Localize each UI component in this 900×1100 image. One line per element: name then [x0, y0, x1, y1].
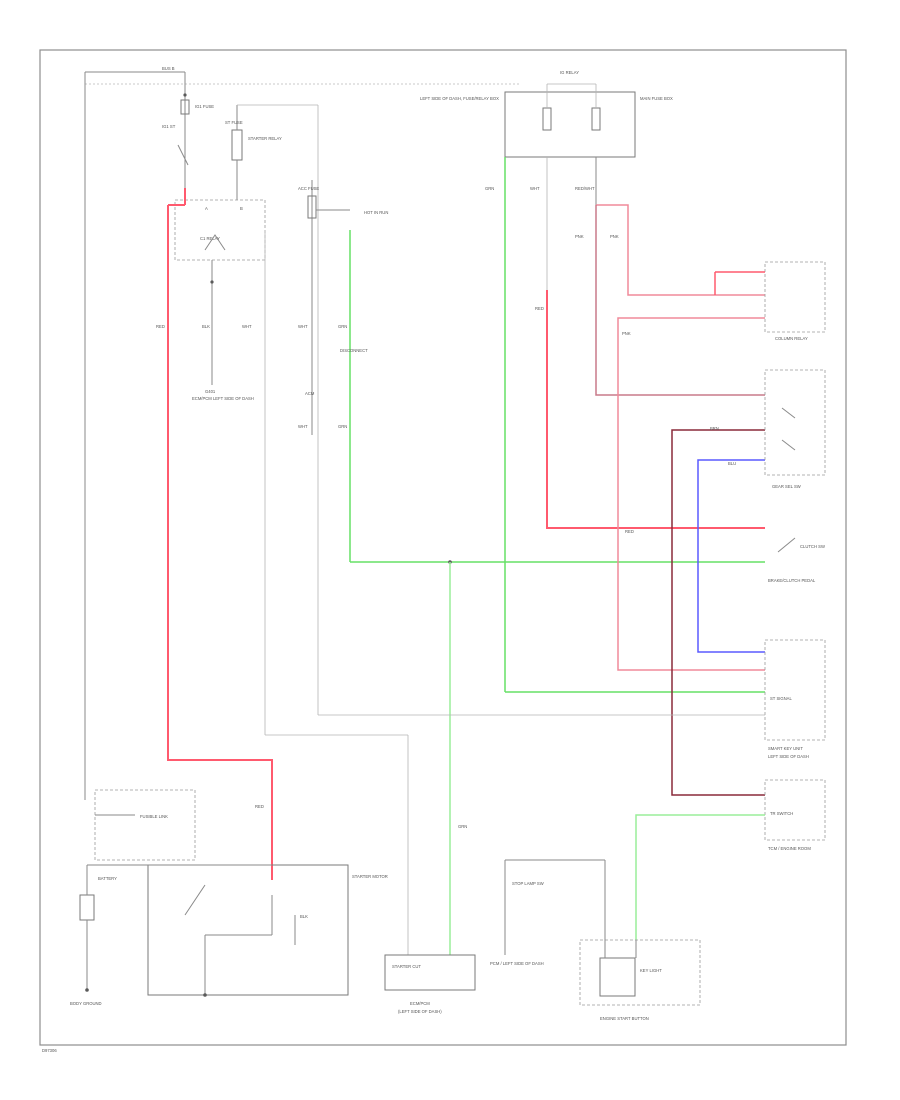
- relay-box-label-a: A: [205, 206, 208, 211]
- coil-label: C1 RELAY: [200, 236, 220, 241]
- stop-lamp-label: STOP LAMP SW: [512, 881, 544, 886]
- pink-ecm-label: PNK: [622, 331, 631, 336]
- lhd-note: LEFT SIDE OF DASH: [768, 754, 809, 759]
- ecm-right-label-1: ECM/PCM: [410, 1001, 430, 1006]
- clutch-note: BRAKE/CLUTCH PEDAL: [768, 578, 816, 583]
- fuse-right-symbol: [591, 107, 601, 131]
- fuse-st-label: ST FUSE: [225, 120, 243, 125]
- clutch-sw-label: CLUTCH SW: [800, 544, 825, 549]
- starter-motor-label: STARTER MOTOR: [352, 874, 388, 879]
- smart-key-box: [764, 639, 826, 741]
- green-tcm-wire: [635, 814, 765, 940]
- green-down-label: GRN: [458, 824, 467, 829]
- maroon-wire: [671, 429, 765, 796]
- red-middle-wire: [546, 290, 765, 529]
- disconnect-label: DISCONNECT: [340, 348, 368, 353]
- red-main-wire: [167, 205, 273, 880]
- ecm-right-label-2: (LEFT SIDE OF DASH): [398, 1009, 442, 1014]
- fuse-gray-label: WHT: [530, 186, 540, 191]
- starter-relay-coil: [231, 129, 243, 161]
- start-button-symbol[interactable]: [599, 957, 636, 997]
- pink-ecm-wire: [617, 317, 765, 671]
- red-lower-label: RED: [255, 804, 264, 809]
- pink-label-1: PNK: [575, 234, 584, 239]
- fuse-box-note: LEFT SIDE OF DASH, FUSE/RELAY BOX: [420, 96, 499, 101]
- ground-g401: G401: [205, 389, 216, 394]
- column-relay-box: [764, 261, 826, 333]
- gear-sel-label: GEAR SEL SW: [772, 484, 801, 489]
- red-main-label: RED: [156, 324, 165, 329]
- acc-fuse-symbol: [307, 195, 317, 219]
- ign-switch-blade: [177, 144, 189, 166]
- page-code: D97306: [42, 1048, 57, 1053]
- starter-motor-box: [147, 864, 349, 996]
- ign-st-label: IG1 ST: [162, 124, 176, 129]
- acm-label: ACM: [305, 391, 315, 396]
- starter-solenoid-label: BLK: [300, 914, 308, 919]
- fusible-link-box: [94, 789, 196, 861]
- gear-sel-box: [764, 369, 826, 476]
- tcm-box: [764, 779, 826, 841]
- main-fuse-box: [504, 91, 636, 158]
- fusible-label: FUSIBLE LINK: [140, 814, 168, 819]
- engine-start-label: ENGINE START BUTTON: [600, 1016, 649, 1021]
- relay-box-label-b: B: [240, 206, 243, 211]
- blue-wire: [697, 459, 765, 653]
- top-bus-label: BUS B: [162, 66, 175, 71]
- relay-ground-dot: [210, 280, 214, 284]
- pcm-bottom-label: PCM / LEFT SIDE OF DASH: [490, 961, 544, 966]
- pink-label-2: PNK: [610, 234, 619, 239]
- red-middle-label-2: RED: [625, 529, 634, 534]
- acc-fuse-label: ACC FUSE: [298, 186, 319, 191]
- relay-wire-wht: WHT: [242, 324, 252, 329]
- green-fuse-label: GRN: [485, 186, 494, 191]
- bottom-ecm-box: [384, 954, 476, 991]
- blue-label: BLU: [728, 461, 736, 466]
- starter-relay-label: STARTER RELAY: [248, 136, 282, 141]
- st-signal-label: ST SIGNAL: [770, 696, 792, 701]
- ign-fuse-label: IG1 FUSE: [195, 104, 214, 109]
- gear-sel-switch-1: [781, 407, 796, 419]
- starter-cut-label: STARTER CUT: [392, 964, 421, 969]
- starter-ground-dot: [203, 993, 207, 997]
- main-fuse-box-label: MAIN FUSE BOX: [640, 96, 673, 101]
- tcm-note: TCM / ENGINE ROOM: [768, 846, 811, 851]
- red-fuse-label: RED/WHT: [575, 186, 595, 191]
- relay-contact-symbol: [204, 234, 226, 251]
- ign-fuse-symbol: [180, 99, 190, 115]
- maroon-label: BRN: [710, 426, 719, 431]
- fuse-left-symbol: [542, 107, 552, 131]
- red-middle-label: RED: [535, 306, 544, 311]
- ecm-left-label: ECM/PCM LEFT SIDE OF DASH: [192, 396, 254, 401]
- green-acc-label-2: GRN: [338, 424, 347, 429]
- relay-box: [174, 199, 266, 261]
- ign-fuse-dot: [183, 93, 187, 97]
- pink-fuse-wire: [596, 204, 765, 296]
- engine-start-box: [579, 939, 701, 1006]
- wht-acc-label: WHT: [298, 424, 308, 429]
- relay-wire-blk: BLK: [202, 324, 210, 329]
- column-relay-label: COLUMN RELAY: [775, 336, 808, 341]
- starter-contact-1: [184, 884, 206, 916]
- gear-sel-switch-2: [781, 439, 796, 451]
- key-light-label: KEY LIGHT: [640, 968, 662, 973]
- tr-switch-label: TR SWITCH: [770, 811, 793, 816]
- diagram-frame: [39, 49, 847, 1046]
- battery-ground-dot: [85, 988, 89, 992]
- green-acc-label: GRN: [338, 324, 347, 329]
- battery-symbol: [79, 894, 95, 921]
- clutch-switch-blade: [777, 537, 796, 553]
- ign-relay-label: IG RELAY: [560, 70, 579, 75]
- body-ground-label: BODY GROUND: [70, 1001, 102, 1006]
- battery-label: BATTERY: [98, 876, 117, 881]
- pink-fuse-wire-2: [595, 205, 765, 396]
- hot-in-run-label: HOT IN RUN: [364, 210, 388, 215]
- smart-key-label: SMART KEY UNIT: [768, 746, 803, 751]
- wht-acc-label-2: WHT: [298, 324, 308, 329]
